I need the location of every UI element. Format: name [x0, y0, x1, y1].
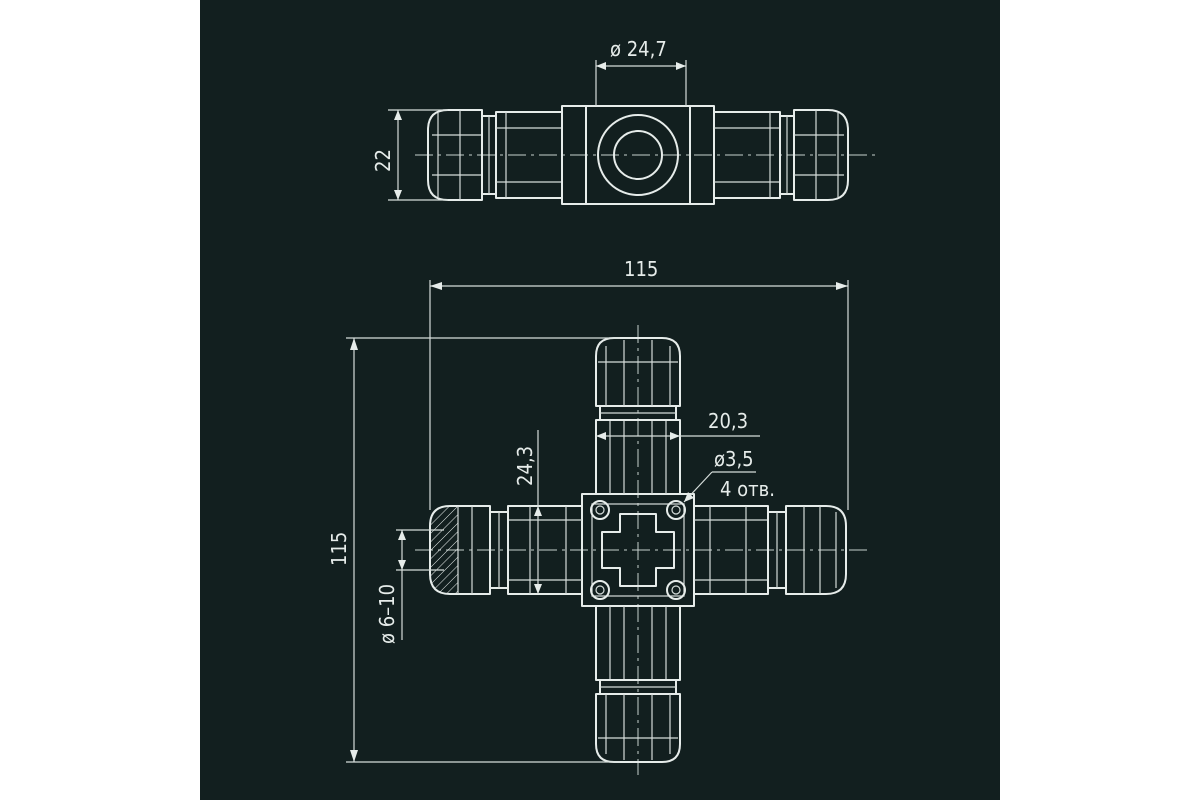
cable-range-label: ø 6–10 — [375, 584, 399, 644]
bottom-arm-nut — [595, 693, 681, 763]
right-arm — [693, 505, 847, 595]
hole-diameter-label: ø3,5 — [714, 447, 754, 471]
front-view: 115 115 20,3 24,3 ø3,5 4 отв. ø 6–10 — [327, 257, 870, 775]
offset-label: 24,3 — [513, 446, 537, 486]
drawing-panel: ø 24,7 22 — [200, 0, 1000, 800]
center-cross-recess — [601, 513, 675, 587]
bottom-arm — [595, 605, 681, 763]
technical-drawing: ø 24,7 22 — [200, 0, 1000, 800]
top-arm — [595, 337, 681, 495]
right-arm-nut — [785, 505, 847, 595]
top-diameter-label: ø 24,7 — [610, 37, 667, 61]
top-height-label: 22 — [371, 149, 395, 172]
top-hub-outer-circle — [597, 114, 679, 196]
top-hub-inner-circle — [613, 130, 663, 180]
mounting-holes — [590, 500, 686, 600]
left-nut-hatching — [430, 506, 458, 594]
top-arm-nut — [595, 337, 681, 407]
top-view: ø 24,7 22 — [371, 37, 875, 205]
drawing-background — [200, 0, 1000, 800]
arm-width-label: 20,3 — [708, 409, 748, 433]
overall-width-label: 115 — [624, 257, 658, 281]
overall-height-label: 115 — [327, 532, 351, 566]
top-right-nut — [793, 109, 849, 201]
left-arm — [429, 505, 583, 595]
hole-count-label: 4 отв. — [720, 477, 775, 501]
